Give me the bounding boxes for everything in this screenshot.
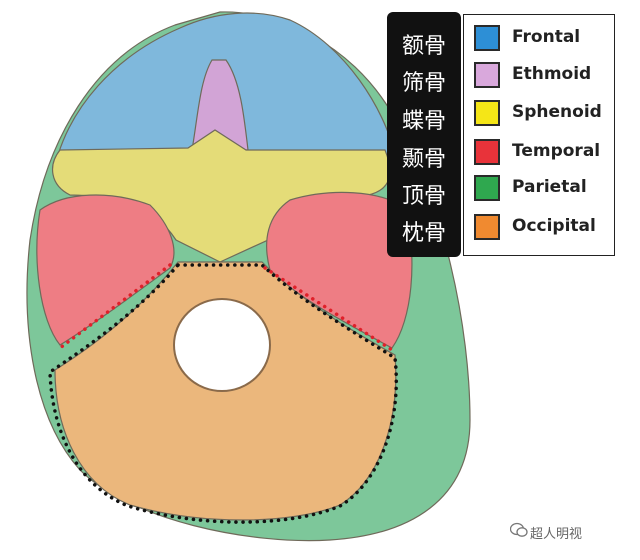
legend-cn-parietal: 顶骨 [401, 184, 446, 209]
swatch-frontal [474, 25, 500, 51]
occipital-dotted-outline [48, 263, 399, 524]
legend-label-frontal: Frontal [512, 27, 581, 47]
swatch-parietal [474, 175, 500, 201]
temporal-left-dotted-outline [58, 263, 172, 350]
legend-row-sphenoid: Sphenoid [474, 98, 614, 130]
legend-label-sphenoid: Sphenoid [512, 102, 602, 122]
legend-cn-sphenoid: 蝶骨 [401, 109, 446, 134]
temporal-left-region [36, 194, 175, 346]
legend-row-ethmoid: Ethmoid [474, 60, 614, 92]
legend-cn-temporal: 颞骨 [401, 147, 446, 172]
legend-row-parietal: Parietal [474, 173, 614, 205]
legend-cn-frontal: 额骨 [401, 34, 446, 59]
legend-english-panel: Frontal Ethmoid Sphenoid Temporal Pariet… [463, 14, 615, 256]
legend-cn-occipital: 枕骨 [401, 221, 446, 246]
legend-row-frontal: Frontal [474, 23, 614, 55]
legend-label-occipital: Occipital [512, 216, 596, 236]
legend-row-occipital: Occipital [474, 212, 614, 244]
legend-chinese-panel: 额骨 筛骨 蝶骨 颞骨 顶骨 枕骨 [387, 12, 461, 257]
foramen-magnum [173, 298, 271, 392]
legend-row-temporal: Temporal [474, 137, 614, 169]
legend-label-parietal: Parietal [512, 177, 587, 197]
legend-cn-ethmoid: 筛骨 [401, 71, 446, 96]
swatch-ethmoid [474, 62, 500, 88]
legend-label-ethmoid: Ethmoid [512, 64, 592, 84]
swatch-sphenoid [474, 100, 500, 126]
swatch-temporal [474, 139, 500, 165]
swatch-occipital [474, 214, 500, 240]
legend-label-temporal: Temporal [512, 141, 601, 161]
watermark-text: 超人明视 [530, 527, 583, 542]
wechat-icon [510, 522, 528, 537]
temporal-right-region [266, 191, 413, 349]
